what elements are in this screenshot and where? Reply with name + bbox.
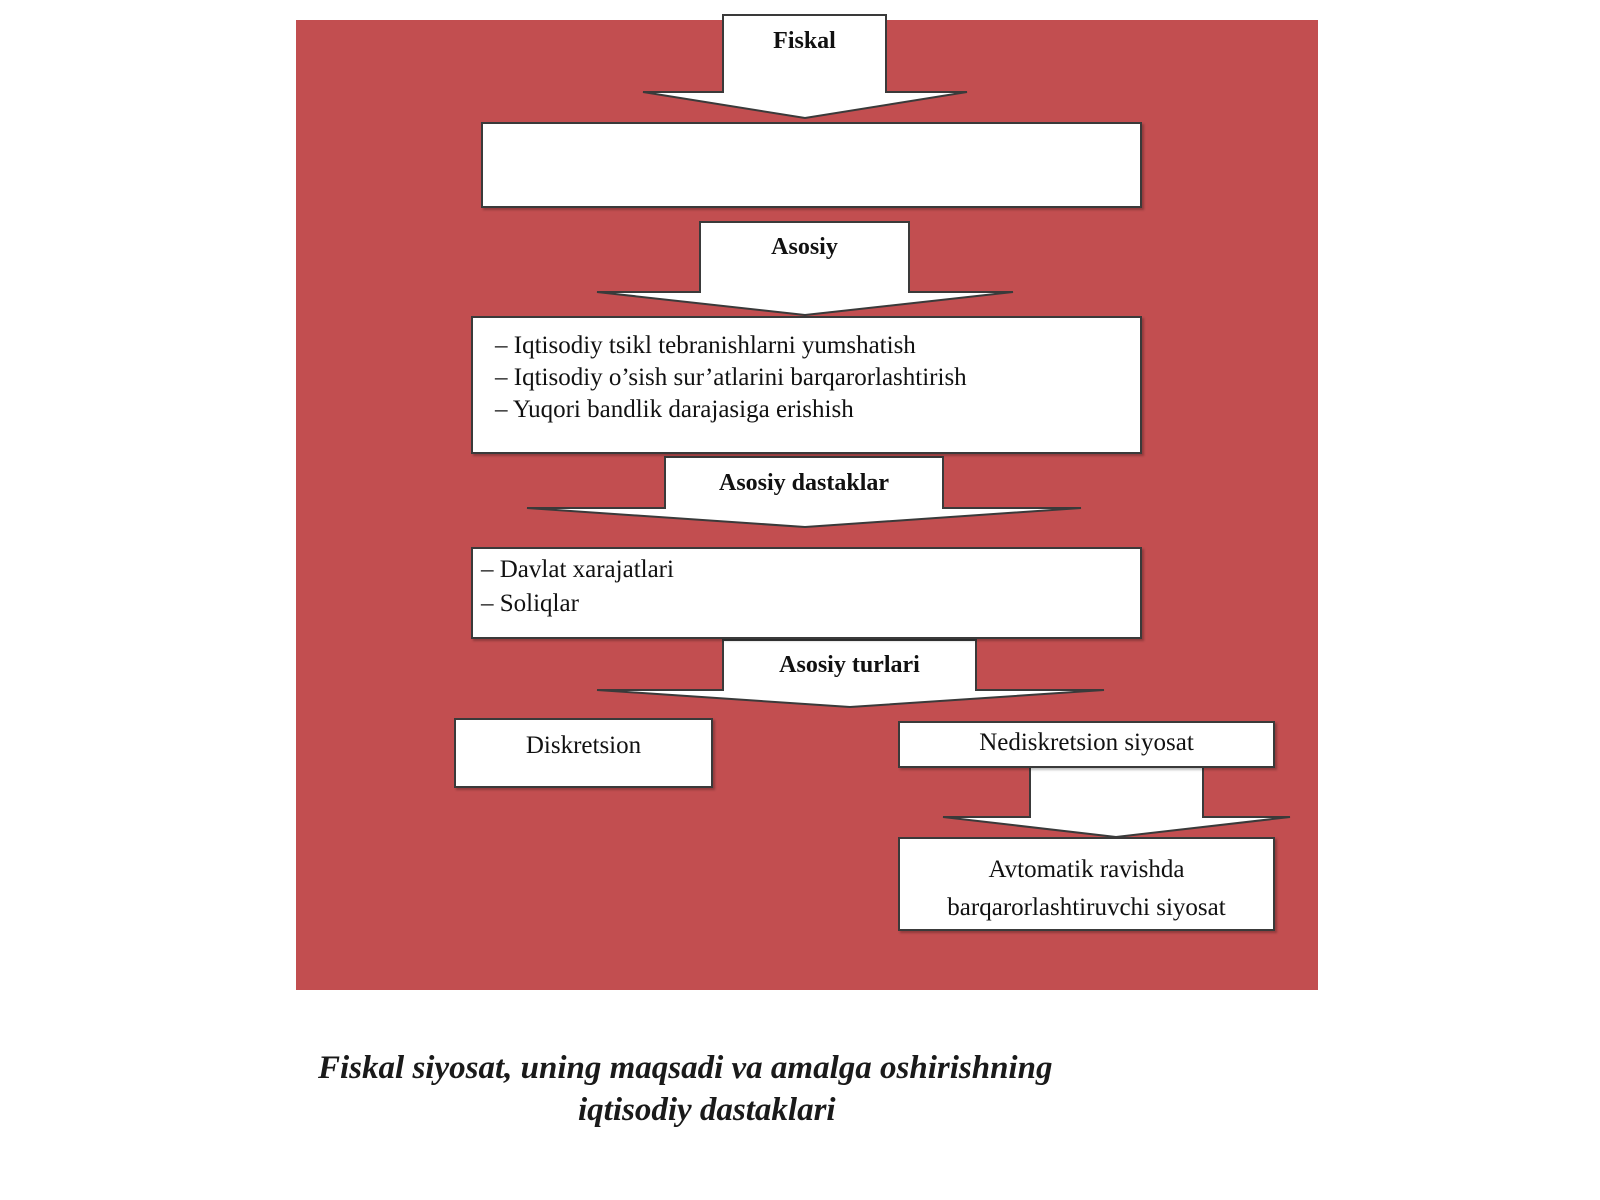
arrow-asosiy-turlari (596, 639, 1105, 709)
goal-item-2: – Iqtisodiy o’sish sur’atlarini barqaror… (495, 364, 967, 391)
label-fiskal: Fiskal (773, 28, 836, 54)
label-asosiy-dastaklar: Asosiy dastaklar (718, 470, 890, 496)
arrow-asosiy (596, 221, 1014, 317)
arrow-nediskretsion (942, 766, 1291, 839)
arrow-asosiy-dastaklar (526, 456, 1082, 529)
nondiscretionary-label: Nediskretsion siyosat (979, 729, 1194, 756)
automatic-label-2: barqarorlashtiruvchi siyosat (947, 894, 1226, 921)
tools-box: – Davlat xarajatlari – Soliqlar (471, 547, 1142, 639)
goals-box: – Iqtisodiy tsikl tebranishlarni yumshat… (471, 316, 1142, 454)
tool-item-1: – Davlat xarajatlari (481, 556, 674, 583)
goal-item-3: – Yuqori bandlik darajasiga erishish (495, 396, 854, 423)
nondiscretionary-box: Nediskretsion siyosat (898, 721, 1275, 768)
discretionary-box: Diskretsion (454, 718, 713, 788)
discretionary-label: Diskretsion (525, 732, 642, 759)
label-asosiy-turlari: Asosiy turlari (779, 652, 920, 678)
caption-line-2: iqtisodiy dastaklari (578, 1092, 836, 1128)
label-asosiy: Asosiy (771, 234, 838, 260)
caption-line-1: Fiskal siyosat, uning maqsadi va amalga … (318, 1050, 1053, 1086)
goal-box (481, 122, 1142, 208)
tool-item-2: – Soliqlar (481, 590, 579, 617)
automatic-box: Avtomatik ravishda barqarorlashtiruvchi … (898, 837, 1275, 931)
goal-item-1: – Iqtisodiy tsikl tebranishlarni yumshat… (495, 332, 916, 359)
automatic-label-1: Avtomatik ravishda (988, 856, 1185, 883)
arrow-fiskal (642, 14, 968, 120)
